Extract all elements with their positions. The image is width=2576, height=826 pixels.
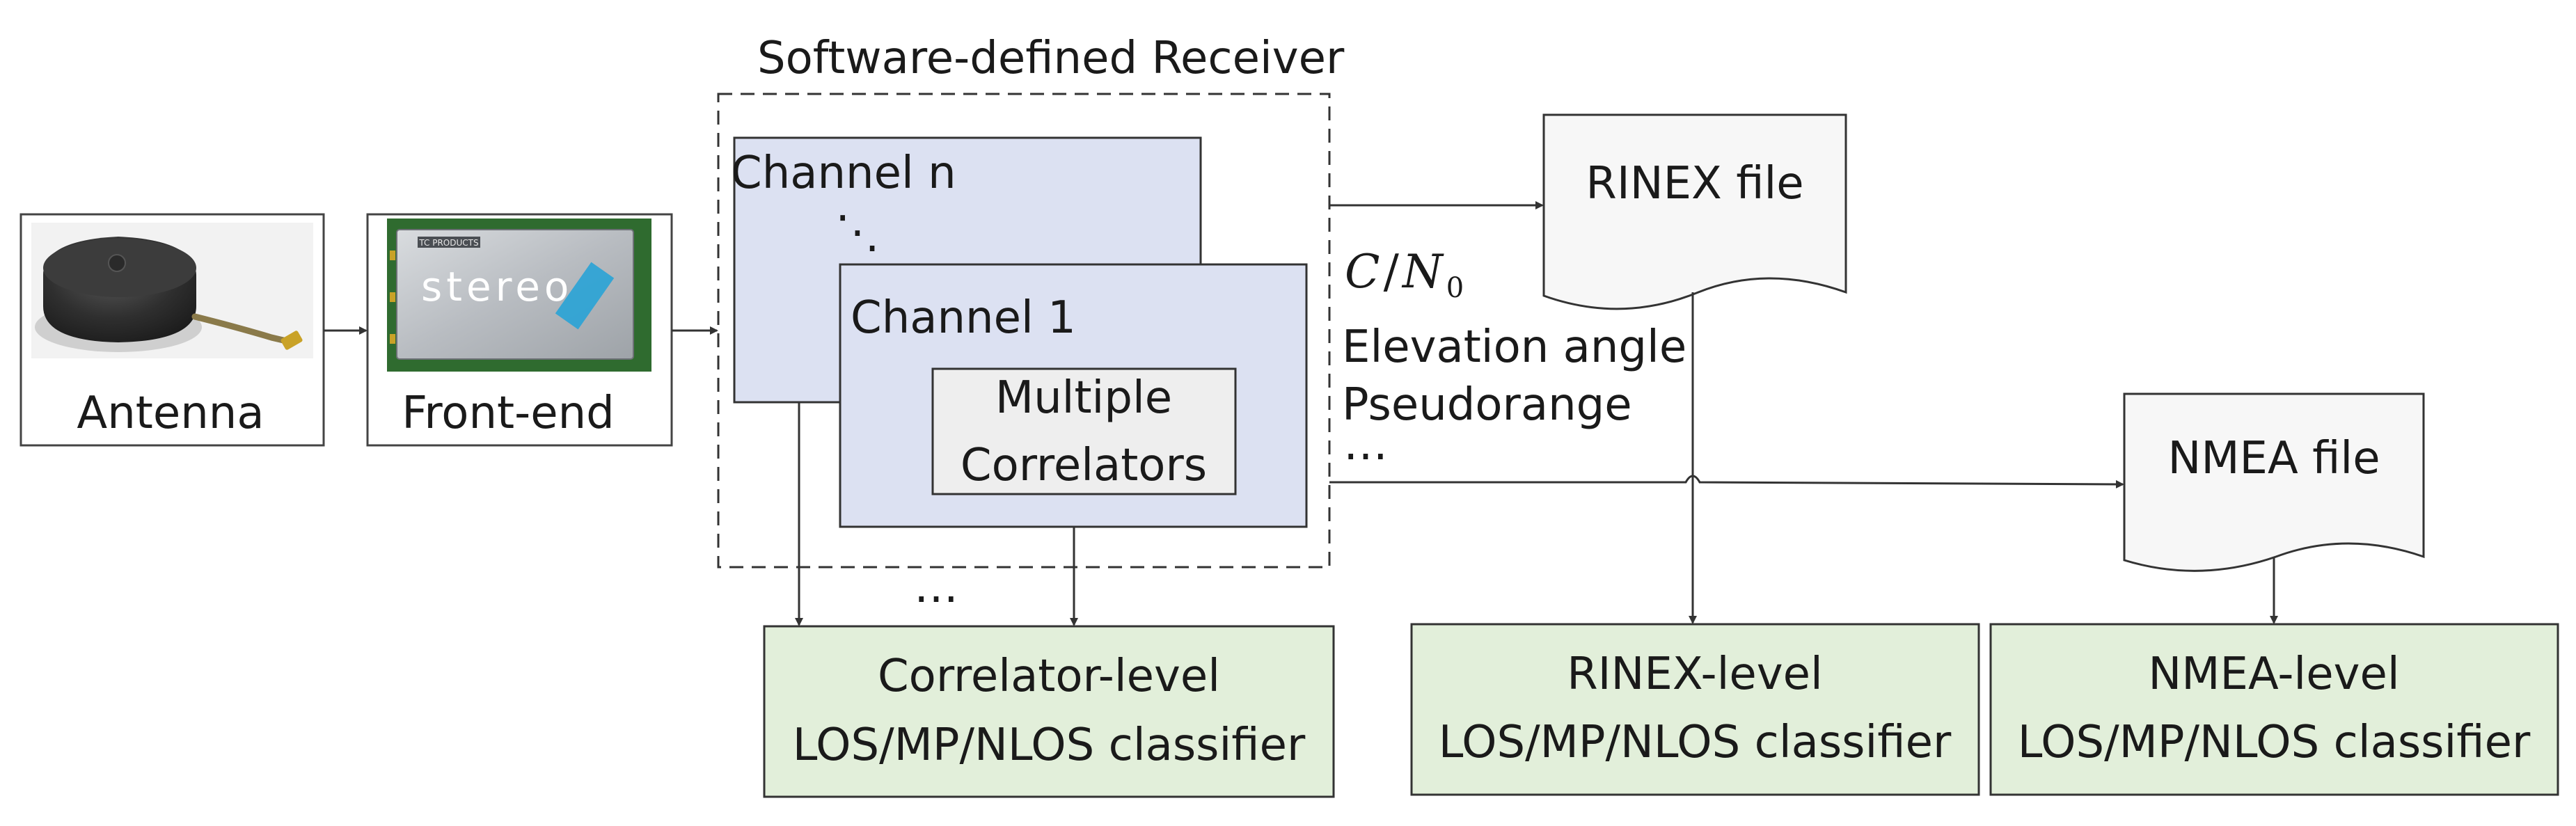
cn0-label: C / N 0 (1345, 245, 1464, 304)
channel-n-label: Channel n (731, 148, 956, 199)
correlators-label-line2: Correlators (961, 440, 1207, 491)
frontend-device-small-text: TC PRODUCTS (418, 238, 478, 248)
nmea-classifier-line1: NMEA-level (2148, 649, 2399, 700)
rinex-file-shape: RINEX file (1542, 113, 1847, 310)
nmea-file-shape: NMEA file (2123, 392, 2425, 572)
antenna-label: Antenna (77, 388, 264, 439)
frontend-block: TC PRODUCTS stereo Front-end (366, 213, 673, 447)
antenna-photo (31, 223, 313, 358)
measurements-group: C / N 0 Elevation angle Pseudorange … (1342, 245, 1686, 470)
correlator-classifier-box: Correlator-level LOS/MP/NLOS classifier (763, 625, 1335, 798)
receiver-group: Software-defined Receiver Channel n ⋱ Ch… (717, 33, 1345, 569)
antenna-block: Antenna (19, 213, 325, 447)
nmea-classifier-box: NMEA-level LOS/MP/NLOS classifier (1989, 623, 2559, 796)
correlator-output-dots: … (914, 562, 958, 613)
correlators-label-line1: Multiple (995, 372, 1172, 424)
rinex-classifier-box: RINEX-level LOS/MP/NLOS classifier (1410, 623, 1980, 796)
rinex-classifier-line1: RINEX-level (1567, 649, 1823, 700)
measurements-more: … (1343, 419, 1388, 470)
correlators-box (931, 367, 1237, 495)
channel-dots: ⋱ (835, 207, 880, 258)
cn0-c: C (1345, 245, 1380, 299)
cn0-slash: / (1384, 245, 1400, 299)
frontend-device-brand: stereo (421, 263, 573, 310)
cn0-subscript: 0 (1446, 272, 1464, 304)
channel-1-box: Channel 1 Multiple Correlators (839, 263, 1308, 528)
cn0-n: N (1401, 245, 1444, 299)
rinex-classifier-line2: LOS/MP/NLOS classifier (1439, 717, 1952, 768)
pseudorange-label: Pseudorange (1342, 379, 1632, 431)
receiver-dashed-frame (717, 93, 1331, 569)
edge-receiver-nmea (1329, 475, 2124, 489)
rinex-file-label: RINEX file (1586, 158, 1803, 209)
connectors (324, 201, 2278, 626)
correlator-classifier-line2: LOS/MP/NLOS classifier (793, 720, 1306, 771)
nmea-classifier-line2: LOS/MP/NLOS classifier (2018, 717, 2531, 768)
nmea-file-label: NMEA file (2167, 433, 2380, 484)
channel-1-label: Channel 1 (851, 292, 1076, 344)
receiver-title: Software-defined Receiver (757, 33, 1345, 84)
correlator-classifier-line1: Correlator-level (878, 651, 1220, 702)
frontend-label: Front-end (402, 388, 615, 439)
frontend-device-photo: TC PRODUCTS stereo (387, 219, 651, 372)
elevation-angle-label: Elevation angle (1342, 321, 1686, 373)
